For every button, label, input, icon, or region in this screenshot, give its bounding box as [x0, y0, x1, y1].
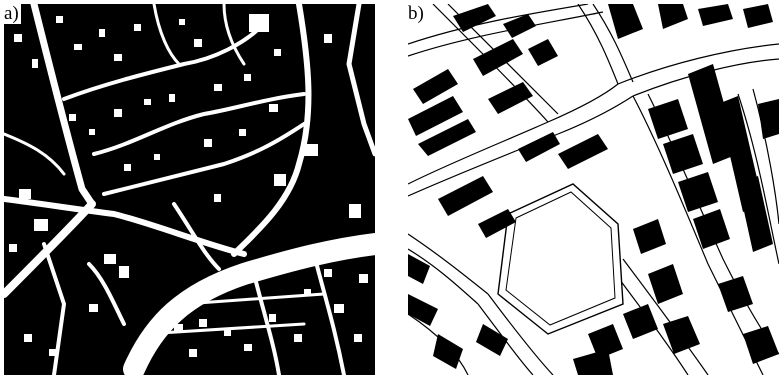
open-square — [497, 183, 624, 335]
map-panel-b — [408, 4, 779, 375]
planned-urban-fabric-map — [408, 4, 779, 375]
buildings — [408, 4, 779, 375]
streets — [4, 4, 375, 375]
map-panel-a — [4, 4, 375, 375]
open-square-inner — [505, 191, 616, 326]
courtyards — [9, 14, 368, 357]
panel-b-label: b) — [407, 3, 426, 24]
panel-a-label: a) — [3, 3, 21, 24]
organic-urban-fabric-map — [4, 4, 375, 375]
street-outlines — [408, 4, 779, 375]
